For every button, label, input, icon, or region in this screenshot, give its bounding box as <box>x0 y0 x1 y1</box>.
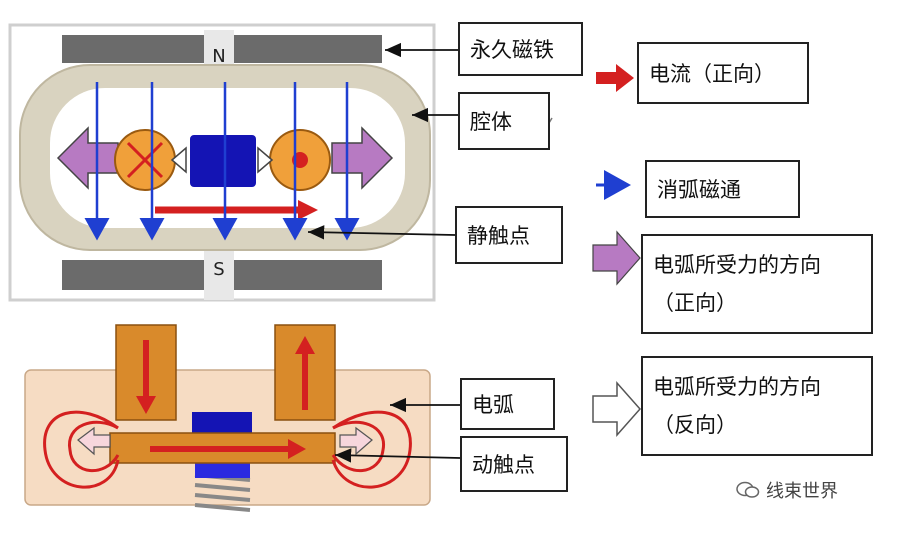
current-arrow-right <box>288 439 306 459</box>
wechat-icon <box>736 481 760 498</box>
legend-current: 电流（正向） <box>637 42 809 104</box>
top-cavity-view: N S <box>8 23 436 302</box>
label-cavity: 腔体 <box>458 92 550 150</box>
force-reverse-arrow-right <box>339 426 373 456</box>
legend-force-reverse-line1: 电弧所受力的方向 <box>653 375 821 399</box>
watermark-text: 线束世界 <box>766 481 838 502</box>
current-arrow-down <box>136 396 156 414</box>
current-arrow-up <box>295 336 315 354</box>
legend-force-reverse: 电弧所受力的方向 （反向） <box>641 356 873 456</box>
legend-force-forward-line2: （正向） <box>653 291 737 315</box>
legend-force-forward-line1: 电弧所受力的方向 <box>653 253 821 277</box>
leader-lines <box>307 42 461 463</box>
force-forward-legend-icon <box>592 230 641 286</box>
arc-lines <box>43 410 412 489</box>
current-legend-icon <box>596 64 634 92</box>
s-pole-gap <box>204 245 234 300</box>
legend-force-reverse-line2: （反向） <box>653 413 737 437</box>
watermark: 线束世界 <box>736 477 838 503</box>
label-permanent-magnet: 永久磁铁 <box>458 22 583 76</box>
bottom-contact-view <box>24 324 431 512</box>
label-arc: 电弧 <box>460 378 555 430</box>
force-reverse-arrow-left <box>77 426 111 456</box>
cross-mark <box>126 141 164 179</box>
legend-force-forward: 电弧所受力的方向 （正向） <box>641 234 873 334</box>
flux-lines <box>84 82 360 241</box>
legend-icons <box>592 64 642 437</box>
legend-flux: 消弧磁通 <box>645 160 800 218</box>
current-arrow-head <box>298 200 318 220</box>
core-block <box>190 135 256 187</box>
s-pole-label: S <box>213 259 224 280</box>
small-arrow-left <box>170 146 187 174</box>
label-static-contact: 静触点 <box>455 206 563 264</box>
force-reverse-legend-icon <box>592 381 642 437</box>
label-moving-contact: 动触点 <box>460 436 568 492</box>
small-arrow-right <box>257 146 274 174</box>
n-pole-label: N <box>212 46 225 67</box>
